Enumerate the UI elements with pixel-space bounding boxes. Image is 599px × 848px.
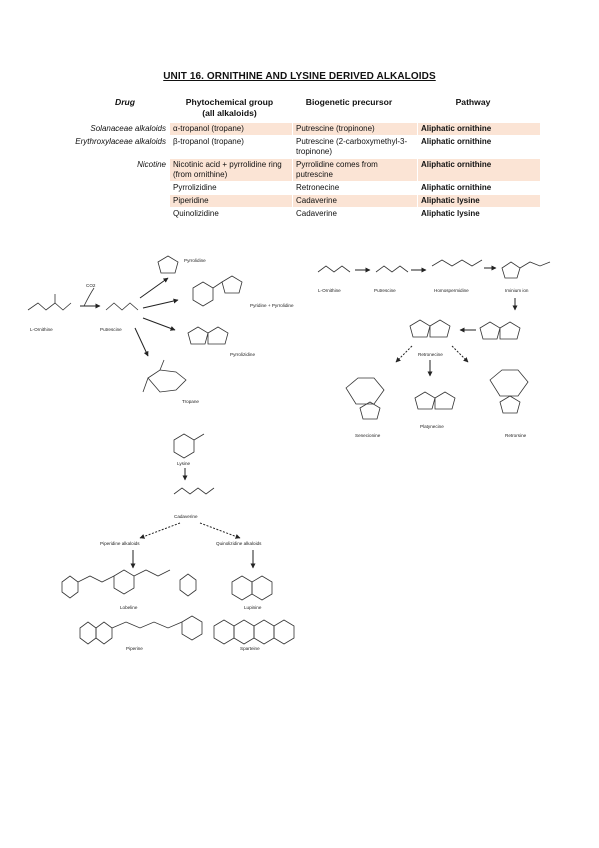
retronecine-structure — [409, 319, 431, 338]
co2-label: CO2 — [86, 283, 96, 288]
table-row: Quinolizidine Cadaverine Aliphatic lysin… — [58, 207, 541, 221]
cell-pathway: Aliphatic ornithine — [417, 181, 541, 195]
cell-drug — [58, 207, 170, 221]
cell-precursor: Cadaverine — [292, 194, 418, 208]
retronecine-scheme: L-Ornithine Putrescine Homospermidine Im… — [317, 259, 551, 438]
tropane-label: Tropane — [182, 399, 199, 404]
page-title: UNIT 16. ORNITHINE AND LYSINE DERIVED AL… — [163, 71, 436, 82]
ornithine-scheme: L-Ornithine CO2 Putrescine Pyrrolidine P… — [27, 255, 294, 404]
lupinine-label: Lupinine — [244, 605, 262, 610]
pyrrolidine-ring-structure — [221, 275, 243, 294]
cell-precursor: Cadaverine — [292, 207, 418, 221]
table-row: Erythroxylaceae alkaloids β-tropanol (tr… — [58, 135, 541, 159]
cell-pathway: Aliphatic lysine — [417, 194, 541, 208]
table-row: Nicotine Nicotinic acid + pyrrolidine ri… — [58, 158, 541, 182]
table-row: Pyrrolizidine Retronecine Aliphatic orni… — [58, 181, 541, 195]
platynecine-label: Platynecine — [420, 424, 444, 429]
cell-precursor: Retronecine — [292, 181, 418, 195]
cell-drug: Nicotine — [58, 158, 170, 182]
retrorsine-label: Retrorsine — [505, 433, 527, 438]
table-row: Piperidine Cadaverine Aliphatic lysine — [58, 194, 541, 208]
r-putrescine-label: Putrescine — [374, 288, 396, 293]
platynecine-structure — [414, 391, 436, 410]
cell-group: Pyrrolizidine — [169, 181, 293, 195]
senecionine-structure — [345, 377, 385, 405]
lobeline-label: Lobeline — [120, 605, 138, 610]
r-ornithine-structure — [317, 265, 351, 273]
cadaverine-label: Cadaverine — [174, 514, 198, 519]
cell-group: α-tropanol (tropane) — [169, 122, 293, 136]
cell-precursor: Putrescine (tropinone) — [292, 122, 418, 136]
lysine-label: Lysine — [177, 461, 191, 466]
cell-drug: Erythroxylaceae alkaloids — [58, 135, 170, 159]
piperine-structure — [79, 615, 203, 645]
cell-group: Nicotinic acid + pyrrolidine ring (from … — [169, 158, 293, 182]
alkaloid-table: Solanaceae alkaloids α-tropanol (tropane… — [58, 122, 541, 221]
header-phytochemical-sub: (all alkaloids) — [202, 108, 257, 118]
retronecine-label: Retronecine — [418, 352, 443, 357]
retrorsine-structure — [489, 369, 529, 397]
header-phytochemical-main: Phytochemical group — [185, 97, 274, 107]
sparteine-structure — [213, 619, 295, 645]
lysine-scheme: Lysine Cadaverine Piperidine alkaloids Q… — [61, 433, 295, 651]
pyridine-structure — [192, 281, 214, 307]
cell-precursor: Putrescine (2-carboxymethyl-3-tropinone) — [292, 135, 418, 159]
table-row: Solanaceae alkaloids α-tropanol (tropane… — [58, 122, 541, 136]
cell-drug — [58, 194, 170, 208]
pyrrolidine-label: Pyrrolidine — [184, 258, 206, 263]
l-ornithine-structure — [27, 302, 72, 311]
putrescine-structure — [105, 302, 139, 311]
homospermidine-structure — [431, 259, 483, 267]
pyrrolizidine-label: Pyrrolizidine — [230, 352, 255, 357]
piperine-label: Piperine — [126, 646, 143, 651]
cell-drug: Solanaceae alkaloids — [58, 122, 170, 136]
pyrrolizidine-structure — [187, 326, 209, 345]
cell-pathway: Aliphatic ornithine — [417, 135, 541, 159]
sparteine-label: Sparteine — [240, 646, 260, 651]
header-drug: Drug — [115, 97, 136, 107]
putrescine-label: Putrescine — [100, 327, 122, 332]
cell-pathway: Aliphatic ornithine — [417, 158, 541, 182]
iminium-structure — [501, 261, 521, 279]
piperidine-alkaloids-label: Piperidine alkaloids — [100, 541, 140, 546]
cell-pathway: Aliphatic lysine — [417, 207, 541, 221]
cell-precursor: Pyrrolidine comes from putrescine — [292, 158, 418, 182]
lobeline-structure — [61, 569, 197, 599]
l-ornithine-label: L-Ornithine — [30, 327, 53, 332]
pyridine-pyrrolidine-label: Pyridine + Pyrrolidine — [250, 303, 294, 308]
senecionine-label: Senecionine — [355, 433, 381, 438]
quinolizidine-alkaloids-label: Quinolizidine alkaloids — [216, 541, 262, 546]
pyrrolidine-structure — [157, 255, 179, 274]
cell-group: β-tropanol (tropane) — [169, 135, 293, 159]
cell-pathway: Aliphatic ornithine — [417, 122, 541, 136]
intermediate-structure — [479, 321, 501, 340]
lysine-structure — [173, 433, 195, 459]
header-biogenetic: Biogenetic precursor — [305, 97, 393, 107]
iminium-label: Iminium ion — [505, 288, 529, 293]
tropane-structure — [147, 369, 187, 393]
cell-group: Piperidine — [169, 194, 293, 208]
r-ornithine-label: L-Ornithine — [318, 288, 341, 293]
lupinine-structure — [231, 575, 273, 601]
cell-group: Quinolizidine — [169, 207, 293, 221]
header-phytochemical: Phytochemical group (all alkaloids) — [172, 97, 287, 119]
homospermidine-label: Homospermidine — [434, 288, 469, 293]
cadaverine-structure — [173, 487, 215, 495]
header-pathway: Pathway — [455, 97, 491, 107]
cell-drug — [58, 181, 170, 195]
r-putrescine-structure — [375, 265, 409, 273]
